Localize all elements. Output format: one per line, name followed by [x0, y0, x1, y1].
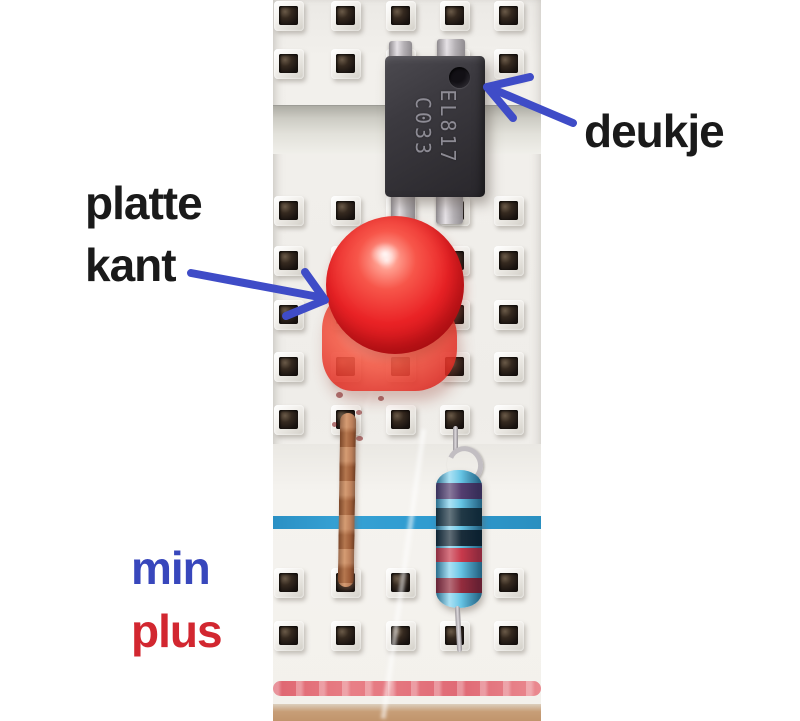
breadboard-hole — [440, 1, 470, 31]
optocoupler-ic: EL817 C033 — [385, 39, 485, 224]
breadboard-hole — [386, 405, 416, 435]
breadboard-hole — [274, 246, 304, 276]
breadboard-hole — [274, 1, 304, 31]
table-surface — [273, 704, 541, 721]
breadboard-hole — [331, 49, 361, 79]
led-speckle — [356, 410, 362, 415]
label-platte-kant-line1: platte — [85, 177, 203, 229]
label-platte-kant-line2: kant — [85, 239, 177, 291]
breadboard-hole — [274, 196, 304, 226]
resistor-lead — [454, 605, 463, 653]
ic-marking-text: EL817 C033 — [411, 89, 460, 165]
resistor-body — [436, 470, 482, 608]
breadboard-hole — [331, 196, 361, 226]
resistor-band — [436, 508, 482, 526]
resistor-band — [436, 548, 482, 562]
led-speckle — [332, 422, 337, 427]
breadboard-hole — [274, 352, 304, 382]
led-speckle — [356, 436, 363, 441]
breadboard-hole — [494, 300, 524, 330]
resistor-band — [436, 483, 482, 499]
red-led — [322, 216, 468, 441]
breadboard-hole — [331, 621, 361, 651]
resistor — [433, 426, 489, 654]
breadboard-hole — [274, 49, 304, 79]
resistor-lead — [453, 426, 458, 452]
breadboard-hole — [494, 196, 524, 226]
resistor-band — [436, 530, 482, 546]
breadboard-hole — [494, 352, 524, 382]
label-min: min — [131, 542, 211, 594]
positive-rail-line — [273, 681, 541, 696]
breadboard-hole — [274, 405, 304, 435]
breadboard-hole — [494, 246, 524, 276]
led-highlight — [370, 242, 400, 266]
label-deukje: deukje — [584, 105, 725, 157]
breadboard-hole — [440, 405, 470, 435]
led-speckle — [378, 396, 384, 401]
breadboard-hole — [494, 49, 524, 79]
led-speckle — [336, 392, 343, 398]
resistor-band — [436, 578, 482, 593]
breadboard-hole — [386, 1, 416, 31]
ic-dent-mark — [449, 67, 470, 88]
breadboard-hole — [274, 568, 304, 598]
label-plus: plus — [131, 605, 223, 657]
label-platte-kant: platte kant — [85, 172, 203, 296]
breadboard-hole — [494, 1, 524, 31]
breadboard-hole — [331, 1, 361, 31]
led-dome — [326, 216, 464, 354]
breadboard-hole — [494, 405, 524, 435]
breadboard-hole — [494, 621, 524, 651]
ic-pin — [436, 192, 463, 224]
breadboard-hole — [274, 300, 304, 330]
breadboard-photo: EL817 C033 — [273, 0, 541, 721]
breadboard-hole — [494, 568, 524, 598]
copper-jumper-wire — [337, 412, 357, 588]
breadboard-hole — [274, 621, 304, 651]
